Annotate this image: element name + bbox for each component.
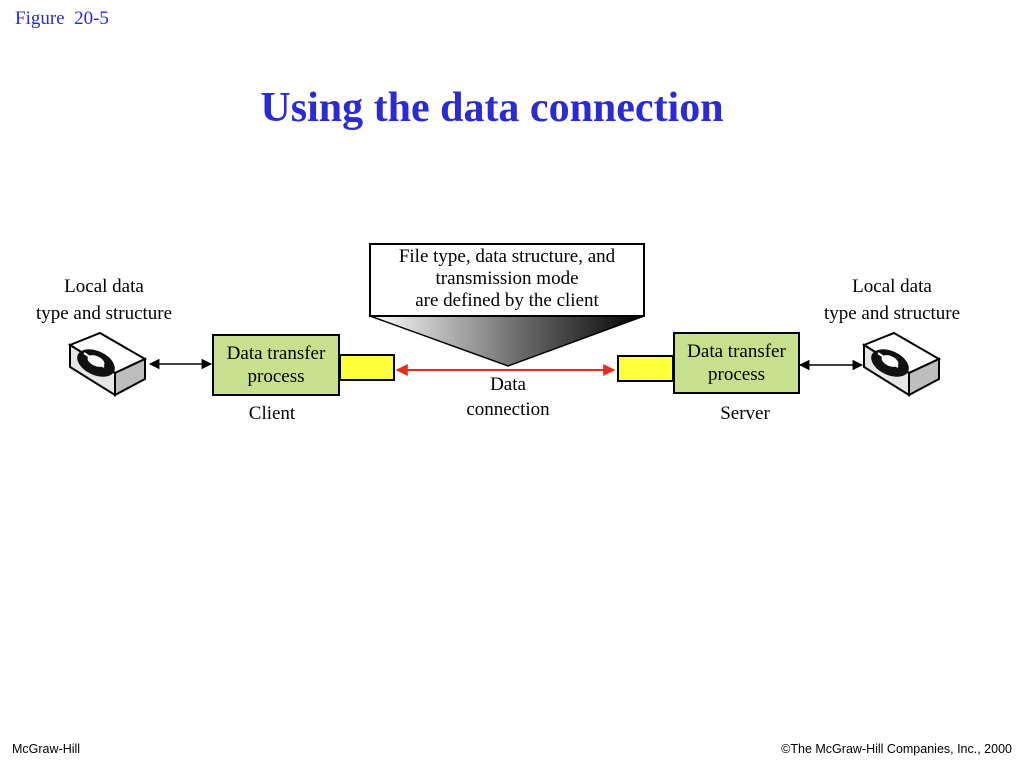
- local-data-caption-right: Local data type and structure: [823, 276, 961, 324]
- callout-text: File type, data structure, and transmiss…: [398, 246, 616, 311]
- footer-publisher: McGraw-Hill: [12, 742, 81, 756]
- local-data-caption-left: Local data type and structure: [35, 276, 173, 324]
- data-connection-label: Data connection: [466, 374, 550, 420]
- server-label: Server: [720, 403, 770, 424]
- client-label: Client: [248, 403, 296, 424]
- disk-drive-icon: [67, 331, 148, 397]
- callout-funnel: [369, 243, 645, 367]
- client-port: [339, 354, 395, 381]
- server-process-box: Data transfer process: [673, 332, 800, 394]
- footer-copyright: ©The McGraw-Hill Companies, Inc., 2000: [781, 742, 1012, 756]
- client-process-box: Data transfer process: [212, 334, 340, 396]
- disk-drive-icon: [861, 331, 942, 397]
- page-title: Using the data connection: [260, 85, 724, 131]
- figure-label: Figure 20-5: [15, 8, 109, 29]
- server-port: [617, 355, 674, 382]
